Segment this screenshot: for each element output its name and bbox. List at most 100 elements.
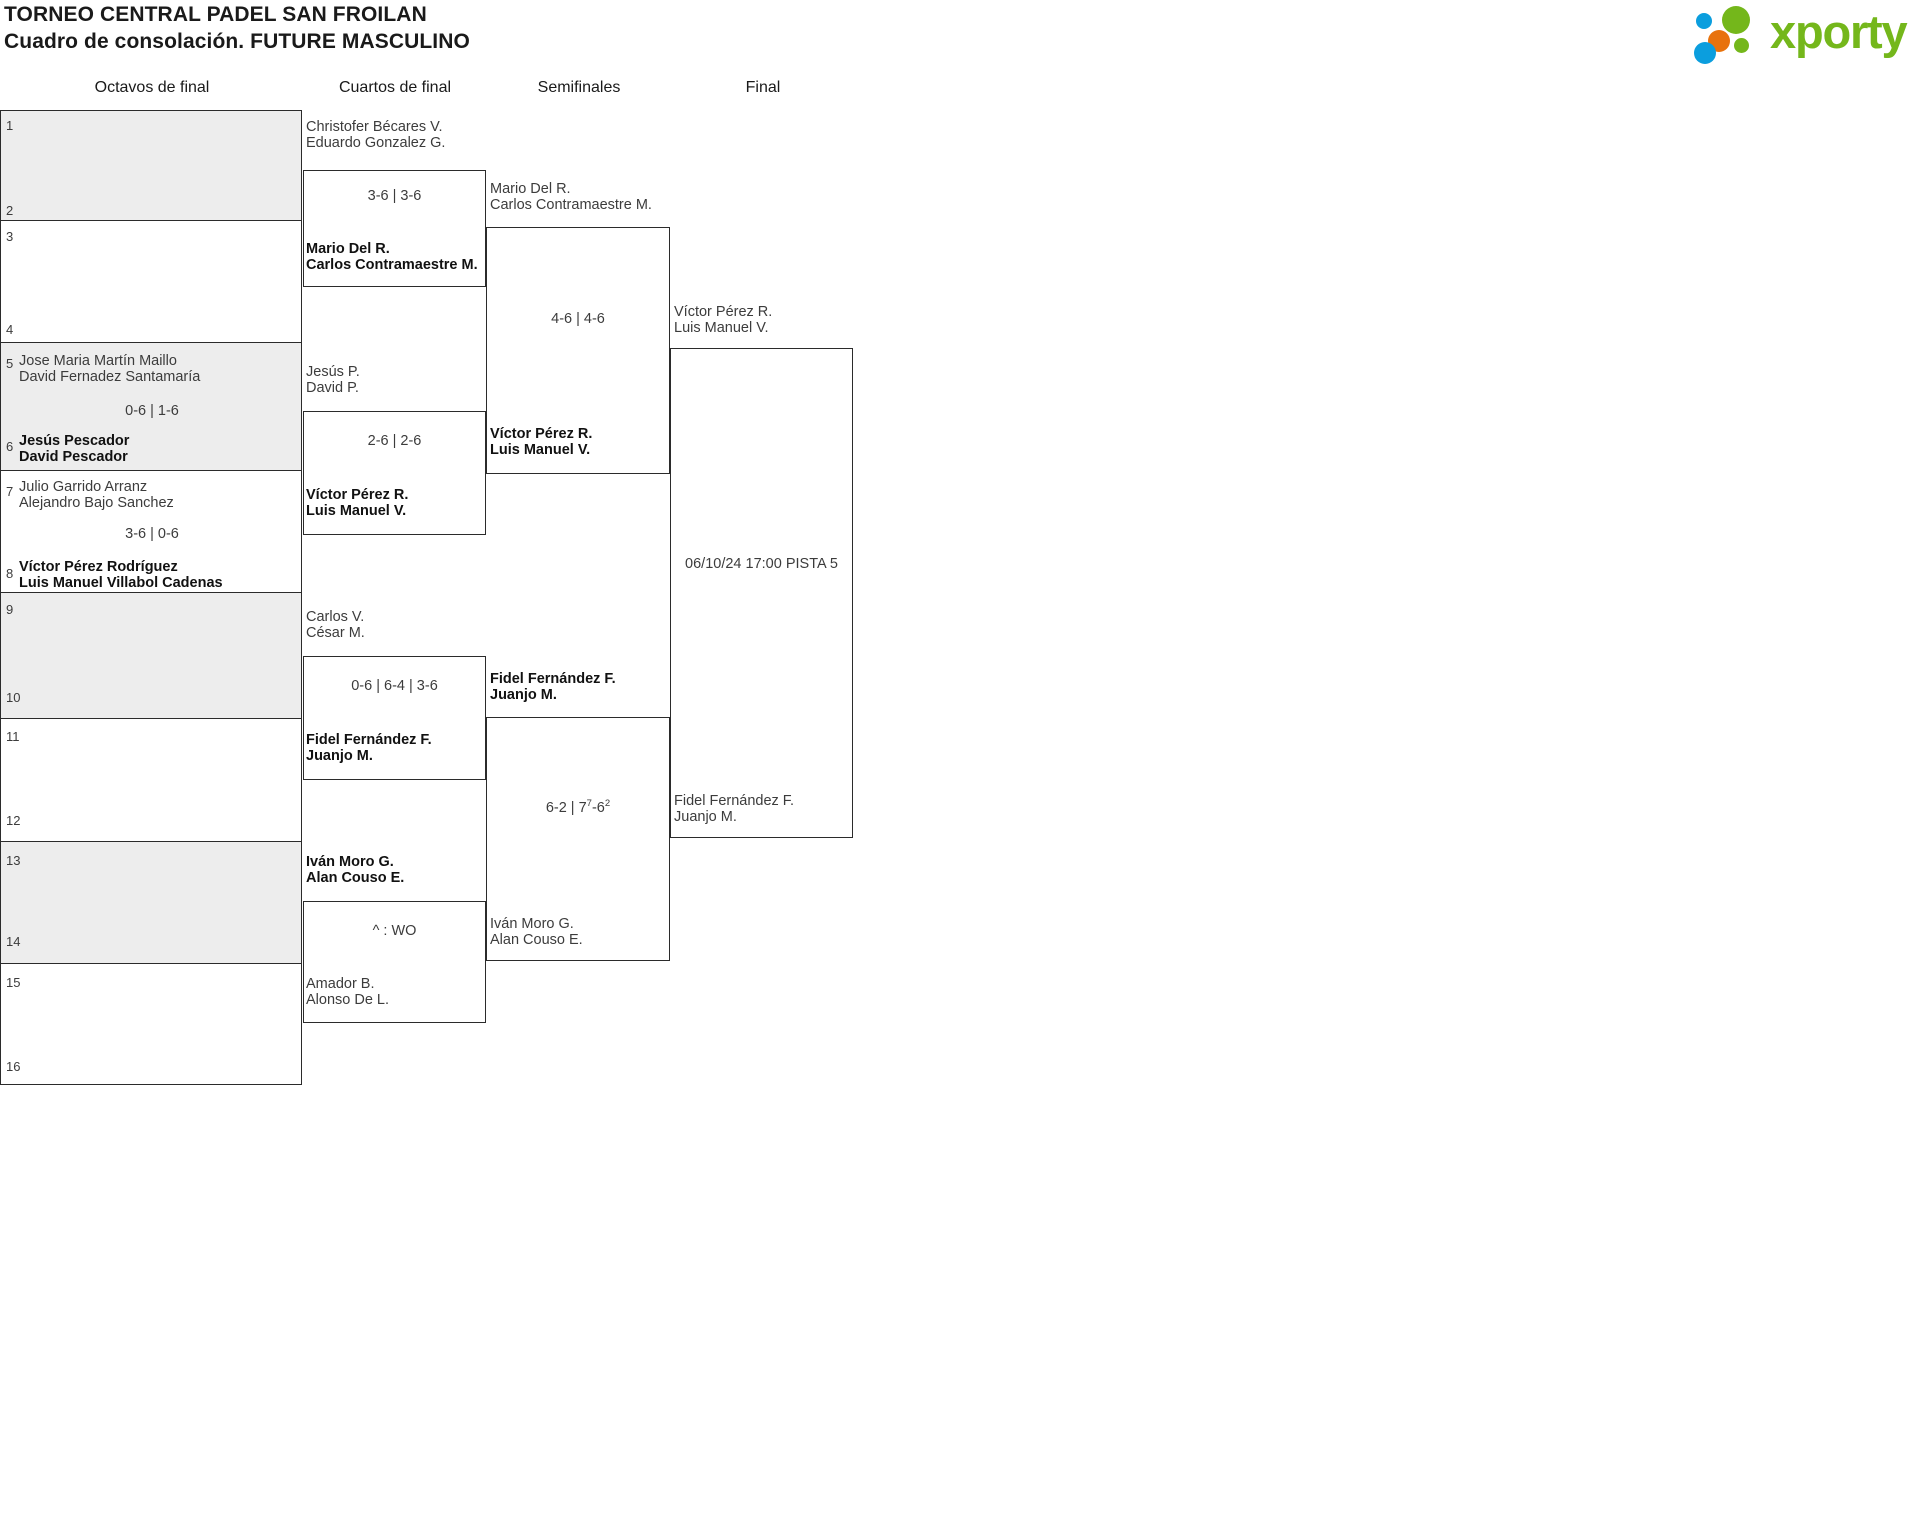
r4-m1-top-player1: Víctor Pérez R. <box>674 304 773 320</box>
seed-number-3: 3 <box>6 229 14 244</box>
logo-dots-icon <box>1694 6 1768 64</box>
r2-m2-bottom-player2: Luis Manuel V. <box>306 503 407 519</box>
seed-number-5: 5 <box>6 356 14 371</box>
seed-number-13: 13 <box>6 853 21 868</box>
r3-m2-score-set2: -6 <box>591 800 605 816</box>
r3-m2-top-player2: Juanjo M. <box>490 687 557 703</box>
r2-m3-top-player1: Carlos V. <box>306 609 365 625</box>
r4-m1-bottom-team: Fidel Fernández F. Juanjo M. <box>674 793 794 825</box>
r2-m4-top-player1: Iván Moro G. <box>306 854 394 870</box>
seed-row-15[interactable]: 15 16 <box>0 963 302 1085</box>
r1-m3-bottom-team: Jesús Pescador David Pescador <box>19 433 129 465</box>
seed-number-8: 8 <box>6 566 14 581</box>
r2-m4-top-player2: Alan Couso E. <box>306 870 405 886</box>
seed-number-1: 1 <box>6 118 14 133</box>
r1-m4-bottom-player1: Víctor Pérez Rodríguez <box>19 559 178 575</box>
r2-m1-top-player2: Eduardo Gonzalez G. <box>306 135 446 151</box>
r2-m2-top-player2: David P. <box>306 380 359 396</box>
r2-m3-score: 0-6 | 6-4 | 3-6 <box>351 678 438 694</box>
r2-m4-top-team: Iván Moro G. Alan Couso E. <box>306 854 404 886</box>
seed-number-12: 12 <box>6 813 21 828</box>
r2-m4-score: ^ : WO <box>372 923 417 939</box>
draw-subtitle: Cuadro de consolación. FUTURE MASCULINO <box>4 29 470 53</box>
r2-m4-bottom-player2: Alonso De L. <box>306 992 390 1008</box>
r2-m4-bottom-team: Amador B. Alonso De L. <box>306 976 389 1008</box>
r2-m3-bottom-team: Fidel Fernández F. Juanjo M. <box>306 732 432 764</box>
r3-m2-bottom-player1: Iván Moro G. <box>490 916 574 932</box>
r1-m3-score: 0-6 | 1-6 <box>125 403 179 419</box>
r4-m1-box[interactable] <box>670 348 853 838</box>
seed-row-1[interactable]: 1 2 <box>0 110 302 220</box>
seed-number-15: 15 <box>6 975 21 990</box>
r3-m2-bottom-player2: Alan Couso E. <box>490 932 583 948</box>
r3-m1-box[interactable] <box>486 227 670 474</box>
r2-m2-bottom-player1: Víctor Pérez R. <box>306 487 409 503</box>
r3-m2-box[interactable] <box>486 717 670 961</box>
r3-m1-top-player2: Carlos Contramaestre M. <box>490 197 652 213</box>
seed-number-6: 6 <box>6 439 14 454</box>
r1-m4-top-team: Julio Garrido Arranz Alejandro Bajo Sanc… <box>19 479 174 511</box>
seed-number-16: 16 <box>6 1059 21 1074</box>
seed-number-11: 11 <box>6 729 20 744</box>
r3-m2-score-tiebreak1: 7 <box>586 798 592 810</box>
r4-m1-bottom-player2: Juanjo M. <box>674 809 737 825</box>
r3-m2-top-player1: Fidel Fernández F. <box>490 671 616 687</box>
seed-row-7[interactable]: 7 Julio Garrido Arranz Alejandro Bajo Sa… <box>0 470 302 592</box>
round-header-octavos: Octavos de final <box>94 79 210 96</box>
r2-m1-score: 3-6 | 3-6 <box>367 188 422 204</box>
r2-m4-bottom-player1: Amador B. <box>306 976 375 992</box>
round-header-cuartos: Cuartos de final <box>338 79 452 96</box>
r2-m2-score: 2-6 | 2-6 <box>367 433 422 449</box>
r1-m3-top-team: Jose Maria Martín Maillo David Fernadez … <box>19 353 200 385</box>
r3-m1-bottom-player1: Víctor Pérez R. <box>490 426 593 442</box>
r2-m4-box[interactable] <box>303 901 486 1023</box>
r2-m3-top-player2: César M. <box>306 625 365 641</box>
page-title: TORNEO CENTRAL PADEL SAN FROILAN Cuadro … <box>4 2 1204 56</box>
r1-m4-top-player1: Julio Garrido Arranz <box>19 479 148 495</box>
r4-m1-top-team: Víctor Pérez R. Luis Manuel V. <box>674 304 772 336</box>
r2-m1-bottom-player1: Mario Del R. <box>306 241 390 257</box>
r4-m1-top-player2: Luis Manuel V. <box>674 320 769 336</box>
r3-m2-score-set1: 6-2 | 7 <box>545 800 587 816</box>
seed-row-9[interactable]: 9 10 <box>0 592 302 718</box>
r3-m1-top-team: Mario Del R. Carlos Contramaestre M. <box>490 181 652 213</box>
r2-m3-box[interactable] <box>303 656 486 780</box>
r2-m1-bottom-team: Mario Del R. Carlos Contramaestre M. <box>306 241 478 273</box>
r3-m2-bottom-team: Iván Moro G. Alan Couso E. <box>490 916 583 948</box>
round-header-final: Final <box>745 79 781 96</box>
seed-row-11[interactable]: 11 12 <box>0 718 302 841</box>
r2-m3-top-team: Carlos V. César M. <box>306 609 365 641</box>
r4-m1-bottom-player1: Fidel Fernández F. <box>674 793 795 809</box>
tournament-name: TORNEO CENTRAL PADEL SAN FROILAN <box>4 3 427 26</box>
r2-m2-box[interactable] <box>303 411 486 535</box>
seed-row-5[interactable]: 5 Jose Maria Martín Maillo David Fernade… <box>0 342 302 470</box>
r2-m2-top-team: Jesús P. David P. <box>306 364 360 396</box>
seed-number-10: 10 <box>6 690 21 705</box>
r3-m1-top-player1: Mario Del R. <box>490 181 571 197</box>
r2-m2-bottom-team: Víctor Pérez R. Luis Manuel V. <box>306 487 408 519</box>
seed-row-13[interactable]: 13 14 <box>0 841 302 963</box>
r2-m3-bottom-player2: Juanjo M. <box>306 748 373 764</box>
r2-m1-top-team: Christofer Bécares V. Eduardo Gonzalez G… <box>306 119 445 151</box>
r1-m4-bottom-player2: Luis Manuel Villabol Cadenas <box>19 575 223 591</box>
r2-m1-bottom-player2: Carlos Contramaestre M. <box>306 257 478 273</box>
r3-m1-bottom-player2: Luis Manuel V. <box>490 442 591 458</box>
r3-m2-score: 6-2 | 77-62 <box>486 798 670 816</box>
logo-wordmark: xporty <box>1770 5 1908 58</box>
r2-m1-top-player1: Christofer Bécares V. <box>306 119 443 135</box>
seed-number-4: 4 <box>6 322 14 337</box>
r2-m2-top-player1: Jesús P. <box>306 364 360 380</box>
r3-m2-top-team: Fidel Fernández F. Juanjo M. <box>490 671 616 703</box>
seed-number-9: 9 <box>6 602 14 617</box>
r2-m1-box[interactable] <box>303 170 486 287</box>
seed-row-3[interactable]: 3 4 <box>0 220 302 342</box>
seed-number-2: 2 <box>6 203 14 218</box>
r3-m1-score: 4-6 | 4-6 <box>551 311 605 327</box>
xporty-logo[interactable]: xporty <box>1694 4 1914 64</box>
r2-m3-bottom-player1: Fidel Fernández F. <box>306 732 432 748</box>
r1-m3-bottom-player1: Jesús Pescador <box>19 433 130 449</box>
round-header-semifinales: Semifinales <box>537 79 621 96</box>
r3-m2-score-tiebreak2: 2 <box>604 798 611 810</box>
